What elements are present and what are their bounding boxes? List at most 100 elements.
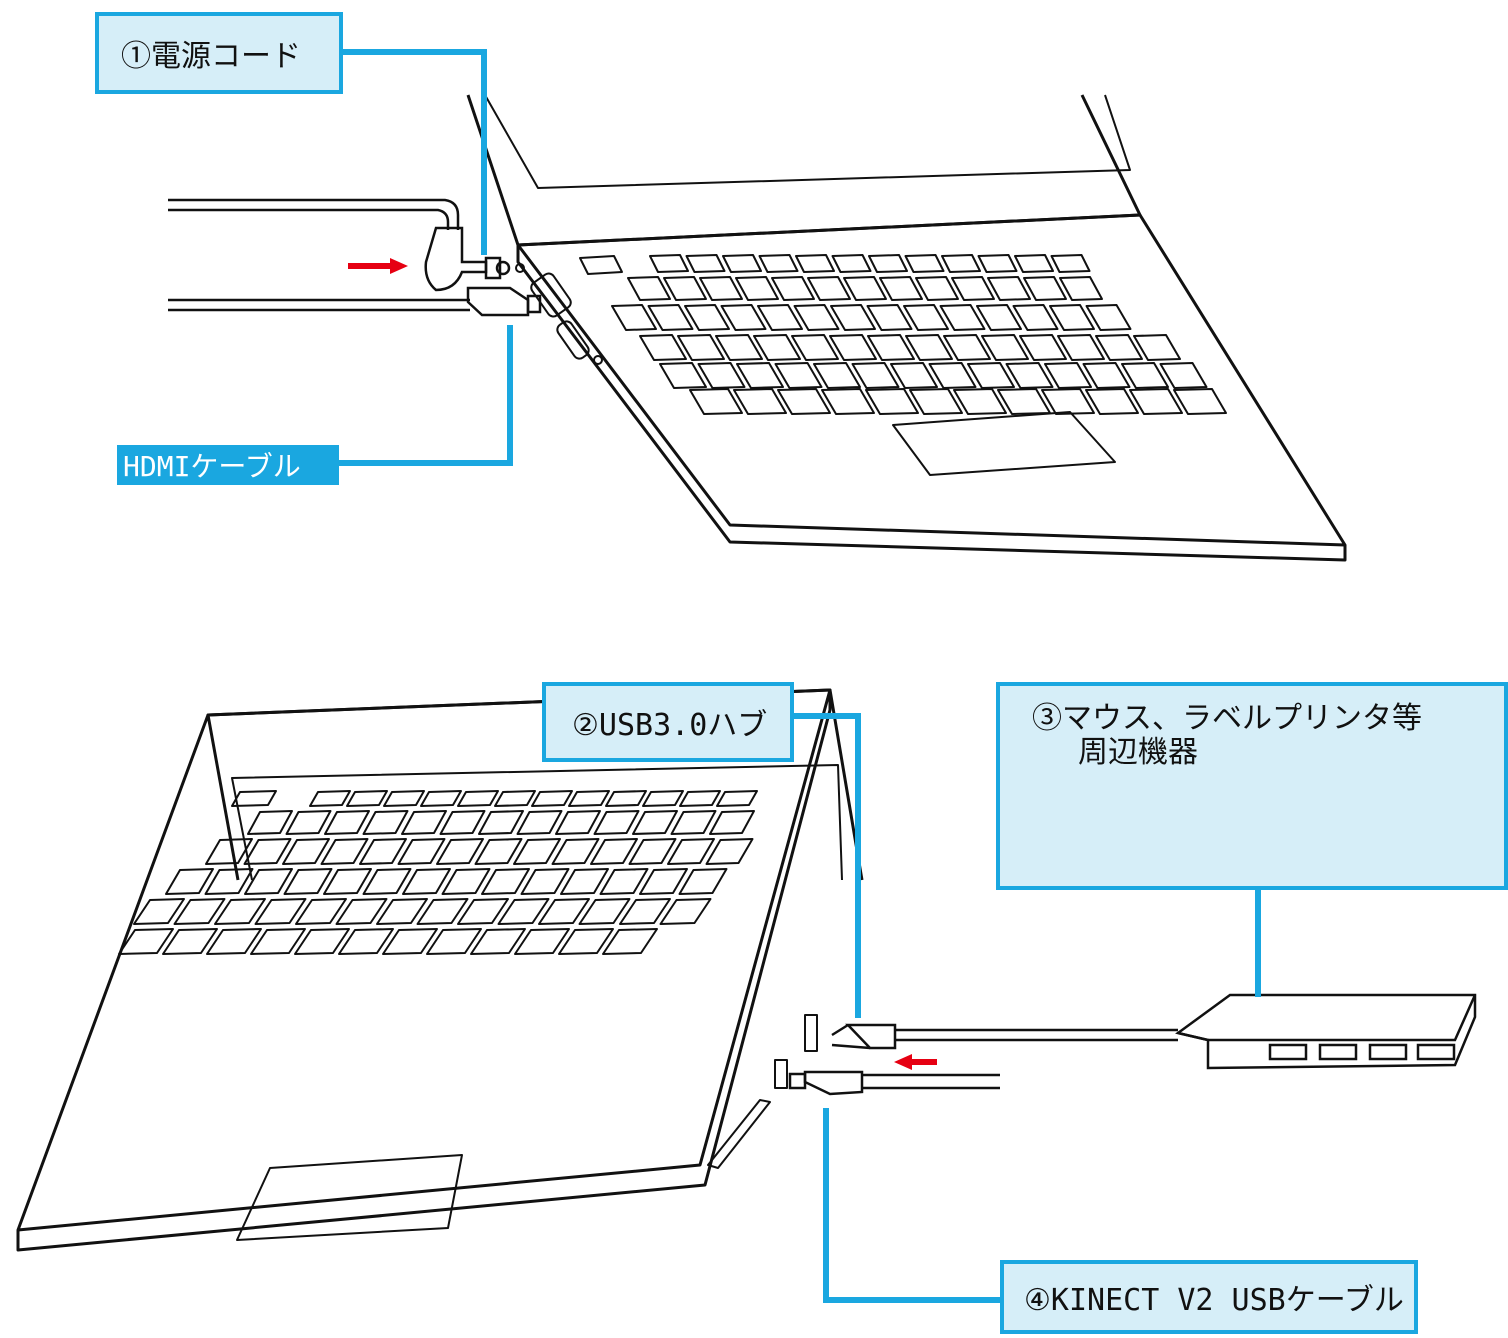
keyboard-key <box>590 838 638 865</box>
keyboard-key <box>733 388 787 415</box>
keyboard-key <box>254 898 307 925</box>
kinect-cable-callout: ④KINECT V2 USBケーブル <box>1000 1260 1418 1334</box>
keyboard-key <box>939 304 986 331</box>
keyboard-key <box>685 254 726 273</box>
keyboard-key <box>1133 334 1181 361</box>
keyboard-key <box>649 254 689 273</box>
hdmi-cable-label: HDMIケーブル <box>117 445 339 485</box>
keyboard-key <box>244 868 293 895</box>
keyboard-key <box>866 304 913 331</box>
keyboard-key <box>1049 304 1095 331</box>
keyboard-key <box>758 254 799 273</box>
keyboard-key <box>578 898 631 925</box>
keyboard-key <box>362 810 409 835</box>
keyboard-key <box>1085 388 1139 415</box>
keyboard-key <box>497 898 550 925</box>
keyboard-key <box>1012 304 1059 331</box>
top-laptop-icon <box>466 94 1347 562</box>
keyboard-key <box>677 334 725 361</box>
keyboard-key <box>214 898 266 925</box>
keyboard-key <box>851 362 900 389</box>
keyboard-key <box>639 868 688 895</box>
keyboard-key <box>915 276 959 301</box>
keyboard-key <box>558 928 614 955</box>
keyboard-key <box>628 838 677 865</box>
keyboard-key <box>705 838 754 865</box>
keyboard-key <box>997 388 1051 415</box>
keyboard-key <box>795 254 835 273</box>
keyboard-key <box>599 868 649 895</box>
keyboard-key <box>1005 362 1054 389</box>
power-cord-callout: ①電源コード <box>95 12 343 94</box>
kinect-cable-label: ④KINECT V2 USBケーブル <box>1024 1283 1404 1318</box>
keyboard-key <box>709 810 755 835</box>
keyboard-key <box>551 838 600 865</box>
keyboard-key <box>953 388 1007 415</box>
keyboard-key <box>173 898 226 925</box>
bottom-laptop-icon <box>16 688 864 1252</box>
keyboard-key <box>642 790 684 807</box>
hdmi-plug-icon <box>168 286 542 317</box>
keyboard-key <box>324 810 370 835</box>
keyboard-key <box>436 838 484 865</box>
keyboard-key <box>538 898 590 925</box>
keyboard-key <box>294 928 350 955</box>
peripherals-callout: ③マウス、ラベルプリンタ等 周辺機器 <box>996 682 1508 890</box>
keyboard-key <box>579 255 623 275</box>
keyboard-key <box>1019 334 1067 361</box>
keyboard-key <box>514 928 570 955</box>
keyboard-key <box>118 928 174 955</box>
keyboard-key <box>568 790 610 807</box>
keyboard-key <box>205 838 253 865</box>
keyboard-key <box>346 790 388 807</box>
keyboard-key <box>1023 276 1067 301</box>
keyboard-key <box>791 334 839 361</box>
keyboard-key <box>416 898 469 925</box>
keyboard-key <box>716 790 758 807</box>
keyboard-key <box>285 810 332 835</box>
usb-hub-label: ②USB3.0ハブ <box>572 708 768 743</box>
keyboard-key <box>639 334 687 361</box>
keyboard-key <box>777 388 831 415</box>
keyboard-key <box>1129 388 1183 415</box>
keyboard-key <box>735 276 779 301</box>
keyboard-key <box>494 790 536 807</box>
keyboard-key <box>753 334 801 361</box>
keyboard-key <box>987 276 1031 301</box>
keyboard-key <box>941 254 981 273</box>
keyboard-key <box>1173 388 1227 415</box>
keyboard-key <box>162 928 218 955</box>
keyboard-key <box>977 254 1018 273</box>
keyboard-key <box>555 810 601 835</box>
keyboard-key <box>684 304 730 331</box>
keyboard-key <box>771 276 815 301</box>
keyboard-key <box>250 928 306 955</box>
keyboard-key <box>976 304 1022 331</box>
keyboard-key <box>659 362 707 389</box>
power-plug-icon <box>168 198 511 292</box>
keyboard-key <box>868 254 908 273</box>
keyboard-key <box>309 790 351 807</box>
keyboard-key <box>133 898 185 925</box>
keyboard-key <box>879 276 923 301</box>
keyboard-key <box>513 838 561 865</box>
keyboard-key <box>689 388 743 415</box>
keyboard-key <box>821 388 875 415</box>
keyboard-key <box>720 304 767 331</box>
keyboard-key <box>323 868 372 895</box>
keyboard-key <box>647 304 694 331</box>
peripherals-label-line2: 周辺機器 <box>1078 735 1198 770</box>
keyboard-key <box>520 868 570 895</box>
keyboard-key <box>376 898 428 925</box>
keyboard-key <box>457 898 509 925</box>
keyboard-key <box>282 838 330 865</box>
keyboard-key <box>890 362 938 389</box>
keyboard-key <box>420 790 462 807</box>
keyboard-key <box>807 276 851 301</box>
keyboard-key <box>1059 276 1103 301</box>
keyboard-key <box>1085 304 1132 331</box>
keyboard-key <box>338 928 394 955</box>
keyboard-key <box>909 388 963 415</box>
keyboard-key <box>659 898 712 925</box>
